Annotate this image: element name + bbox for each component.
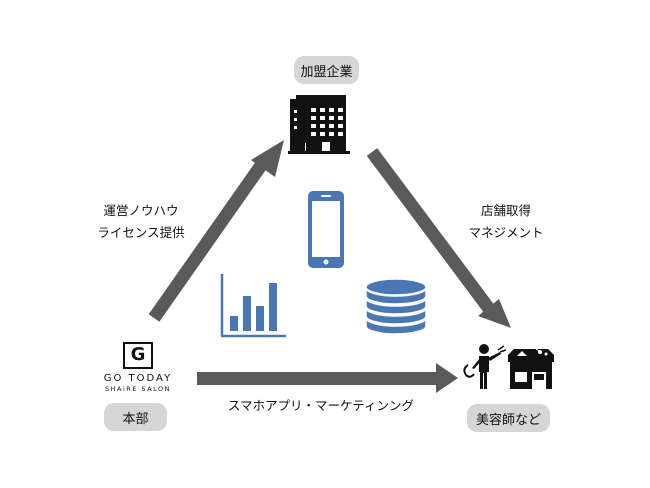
edge-label-line: ライセンス提供: [97, 225, 185, 240]
go-today-logo-mark: [123, 342, 153, 369]
edge-label-hq-to-beautician: スマホアプリ・マーケティンング: [227, 398, 415, 413]
node-franchisee: 加盟企業: [294, 56, 359, 84]
arrow-hq-to-franchisee: [148, 140, 284, 322]
arrow-hq-to-beautician: [197, 363, 458, 393]
node-headquarters: 本部: [104, 403, 167, 431]
bar-chart-icon: [220, 274, 286, 338]
office-building-icon: [288, 95, 350, 154]
salon-shop-icon: [508, 348, 554, 389]
arrow-franchisee-to-beautician: [366, 148, 511, 328]
logo-name: GO TODAY: [103, 373, 173, 384]
logo-subname: SHAiRE SALON: [104, 385, 172, 393]
edge-label-hq-to-franchisee: 運営ノウハウ ライセンス提供: [86, 200, 196, 244]
edge-label-line: 運営ノウハウ: [103, 203, 179, 218]
edge-label-franchisee-to-beautician: 店舗取得 マネジメント: [456, 200, 556, 244]
database-icon: [365, 278, 427, 335]
edge-label-line: マネジメント: [468, 225, 544, 240]
logo-letter: G: [130, 344, 146, 365]
node-beautician: 美容師など: [467, 404, 550, 432]
hairdresser-icon: [463, 344, 507, 389]
edge-label-line: 店舗取得: [480, 203, 531, 218]
smartphone-icon: [308, 191, 344, 268]
